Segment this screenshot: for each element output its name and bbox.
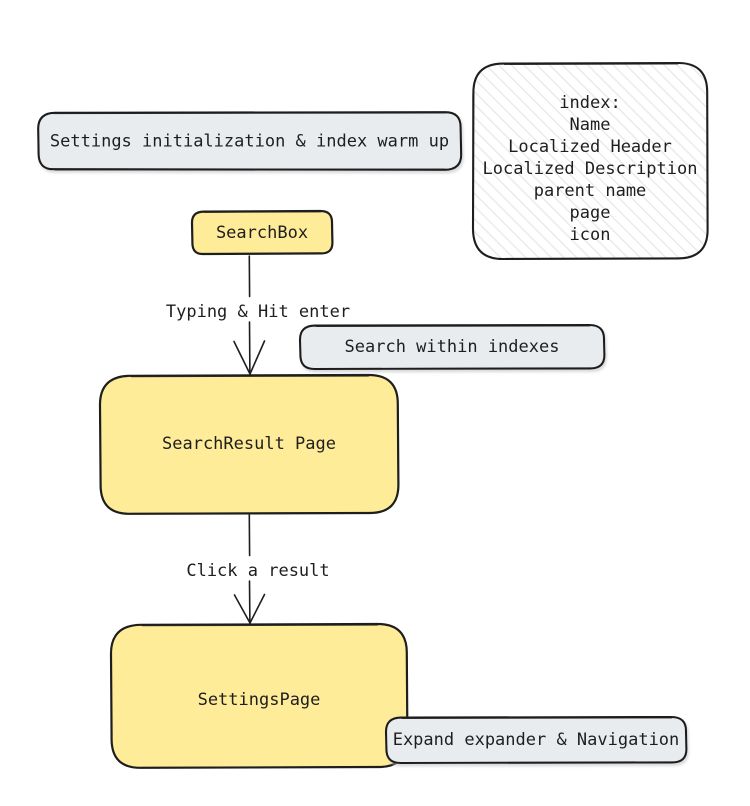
node-settings-page-label: SettingsPage	[198, 690, 321, 710]
node-search-box[interactable]: SearchBox	[190, 209, 334, 256]
node-search-box-sketch-overlay	[191, 211, 333, 255]
node-search-within-indexes-sketch-overlay	[299, 325, 605, 370]
node-search-result-page-sketch-overlay	[99, 375, 399, 515]
node-search-within-indexes[interactable]: Search within indexes	[298, 323, 606, 371]
node-search-box-label: SearchBox	[216, 223, 308, 243]
edge-results-to-settings: Click a result	[186, 514, 330, 625]
node-settings-init-shape	[37, 111, 463, 171]
edge-results-to-settings-line	[248, 514, 251, 625]
edge-searchbox-to-results-arrowhead	[233, 340, 266, 375]
node-settings-init-label: Settings initialization & index warm up	[50, 132, 449, 152]
index-line-2: Localized Header	[508, 137, 672, 157]
index-line-3: Localized Description	[483, 159, 698, 179]
index-line-1: Name	[570, 115, 611, 135]
node-settings-page-sketch-overlay	[110, 624, 408, 769]
index-line-4: parent name	[534, 181, 647, 201]
edge-results-to-settings-arrowhead	[233, 593, 266, 624]
node-search-result-page-shape	[98, 373, 400, 515]
node-settings-page-shape	[109, 622, 409, 769]
edge-searchbox-to-results: Typing & Hit enter	[166, 255, 350, 376]
node-index-schema-sketch-overlay	[472, 63, 709, 260]
edge-label-click-a-result: Click a result	[186, 561, 329, 581]
index-line-0: index:	[559, 93, 620, 113]
node-expand-expander-label: Expand expander & Navigation	[393, 730, 680, 750]
node-settings-init[interactable]: Settings initialization & index warm up	[37, 111, 463, 171]
node-expand-expander-sketch-overlay	[385, 717, 687, 764]
node-expand-expander-shape	[384, 715, 688, 765]
node-expand-expander[interactable]: Expand expander & Navigation	[384, 715, 688, 765]
node-search-box-shape	[190, 209, 334, 256]
edge-label-typing-hit-enter: Typing & Hit enter	[166, 302, 350, 322]
node-search-within-indexes-label: Search within indexes	[345, 337, 560, 357]
node-search-within-indexes-shape	[298, 323, 606, 371]
node-index-schema-shape	[471, 61, 709, 261]
index-line-5: page	[570, 203, 611, 223]
index-line-6: icon	[570, 225, 611, 245]
node-search-result-page[interactable]: SearchResult Page	[98, 373, 400, 515]
node-settings-init-sketch-overlay	[37, 112, 462, 171]
node-index-schema[interactable]: index: Name Localized Header Localized D…	[471, 61, 709, 261]
node-search-result-page-label: SearchResult Page	[162, 434, 336, 454]
edge-searchbox-to-results-line	[248, 255, 251, 376]
node-settings-page[interactable]: SettingsPage	[109, 622, 409, 769]
